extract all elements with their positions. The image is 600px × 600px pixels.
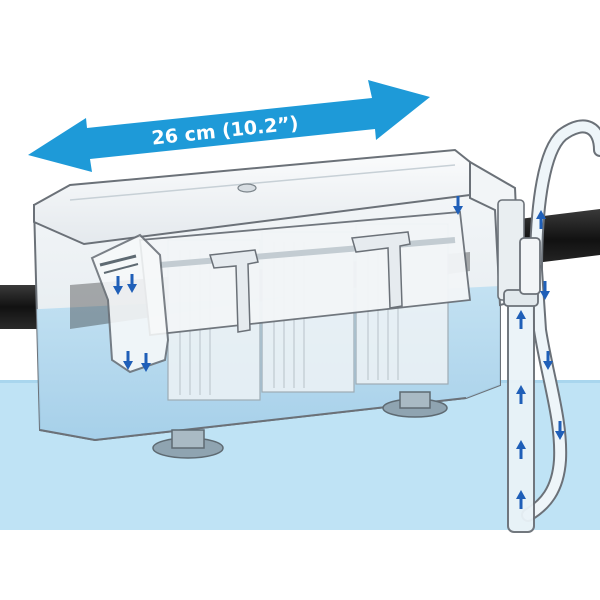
- lid-knob: [237, 183, 257, 193]
- flow-arrow-down: [127, 274, 137, 293]
- flow-arrow-up: [516, 440, 526, 459]
- flow-arrow-down: [543, 351, 553, 370]
- flow-arrow-down: [141, 353, 151, 372]
- flow-arrow-down: [123, 351, 133, 370]
- back-hanger: [469, 160, 525, 307]
- flow-arrow-up: [516, 490, 526, 509]
- suction-cup-right: [382, 391, 448, 418]
- dimension-arrow-shape: [28, 80, 430, 172]
- flow-arrow-up: [516, 310, 526, 329]
- flow-arrow-down: [113, 276, 123, 295]
- media-tray: [139, 211, 471, 336]
- intake-tube: [503, 237, 541, 533]
- cartridge-clip-left: [209, 249, 259, 333]
- flow-arrow-down: [555, 421, 565, 440]
- flow-arrow-down: [540, 281, 550, 300]
- flow-arrow-up: [536, 210, 546, 229]
- outflow-spout: [90, 233, 170, 374]
- flow-arrow-down: [453, 196, 463, 215]
- suction-cup-left: [152, 429, 224, 459]
- cartridge-clip-right: [351, 231, 411, 309]
- flow-arrow-up: [516, 385, 526, 404]
- flow-arrows: [113, 196, 565, 509]
